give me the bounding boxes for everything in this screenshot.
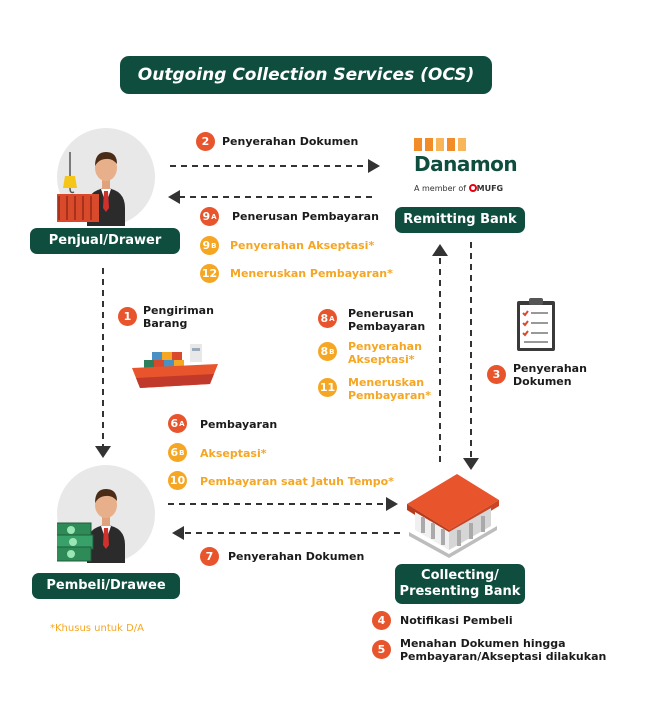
clipboard-icon xyxy=(514,297,558,353)
footnote: *Khusus untuk D/A xyxy=(50,623,144,634)
step-3-label: Penyerahan Dokumen xyxy=(513,362,587,388)
step-8b-label: Penyerahan Akseptasi* xyxy=(348,340,422,366)
buyer-avatar xyxy=(50,465,155,563)
step-9a-label: Penerusan Pembayaran xyxy=(232,210,379,223)
step-5-badge: 5 xyxy=(372,640,391,659)
step-12-badge: 12 xyxy=(200,264,219,283)
buyer-label: Pembeli/Drawee xyxy=(32,573,180,599)
seller-avatar xyxy=(51,128,155,226)
step-5-label: Menahan Dokumen hingga Pembayaran/Aksept… xyxy=(400,637,607,663)
page-title: Outgoing Collection Services (OCS) xyxy=(120,56,492,94)
bank-building-icon xyxy=(403,470,503,558)
step-3-badge: 3 xyxy=(487,365,506,384)
step-2-label: Penyerahan Dokumen xyxy=(222,135,359,148)
step-4-label: Notifikasi Pembeli xyxy=(400,614,513,627)
step-11-badge: 11 xyxy=(318,378,337,397)
step-7-badge: 7 xyxy=(200,547,219,566)
member-of-text: A member of MUFG xyxy=(414,184,503,193)
step-6a-label: Pembayaran xyxy=(200,418,278,431)
step-1-badge: 1 xyxy=(118,307,137,326)
danamon-wordmark: Danamon xyxy=(414,152,518,176)
cargo-ship-icon xyxy=(130,330,222,392)
seller-label: Penjual/Drawer xyxy=(30,228,180,254)
step-2-badge: 2 xyxy=(196,132,215,151)
step-6b-label: Akseptasi* xyxy=(200,447,267,460)
step-10-label: Pembayaran saat Jatuh Tempo* xyxy=(200,475,394,488)
step-7-label: Penyerahan Dokumen xyxy=(228,550,365,563)
step-1-label: Pengiriman Barang xyxy=(143,304,214,330)
step-10-badge: 10 xyxy=(168,471,187,490)
person-icon xyxy=(87,489,125,563)
money-stack-icon xyxy=(50,522,94,562)
step-9b-label: Penyerahan Akseptasi* xyxy=(230,239,375,252)
danamon-logo: Danamon A member of MUFG xyxy=(414,138,518,198)
collecting-bank-label: Collecting/ Presenting Bank xyxy=(395,564,525,604)
container-icon xyxy=(51,194,99,222)
mufg-mark-icon xyxy=(468,184,477,192)
mufg-text: MUFG xyxy=(476,184,504,193)
crane-hook-icon xyxy=(63,152,77,194)
step-8a-label: Penerusan Pembayaran xyxy=(348,307,426,333)
step-12-label: Meneruskan Pembayaran* xyxy=(230,267,393,280)
step-4-badge: 4 xyxy=(372,611,391,630)
step-11-label: Meneruskan Pembayaran* xyxy=(348,376,431,402)
member-prefix: A member of xyxy=(414,184,467,193)
remitting-bank-label: Remitting Bank xyxy=(395,207,525,233)
